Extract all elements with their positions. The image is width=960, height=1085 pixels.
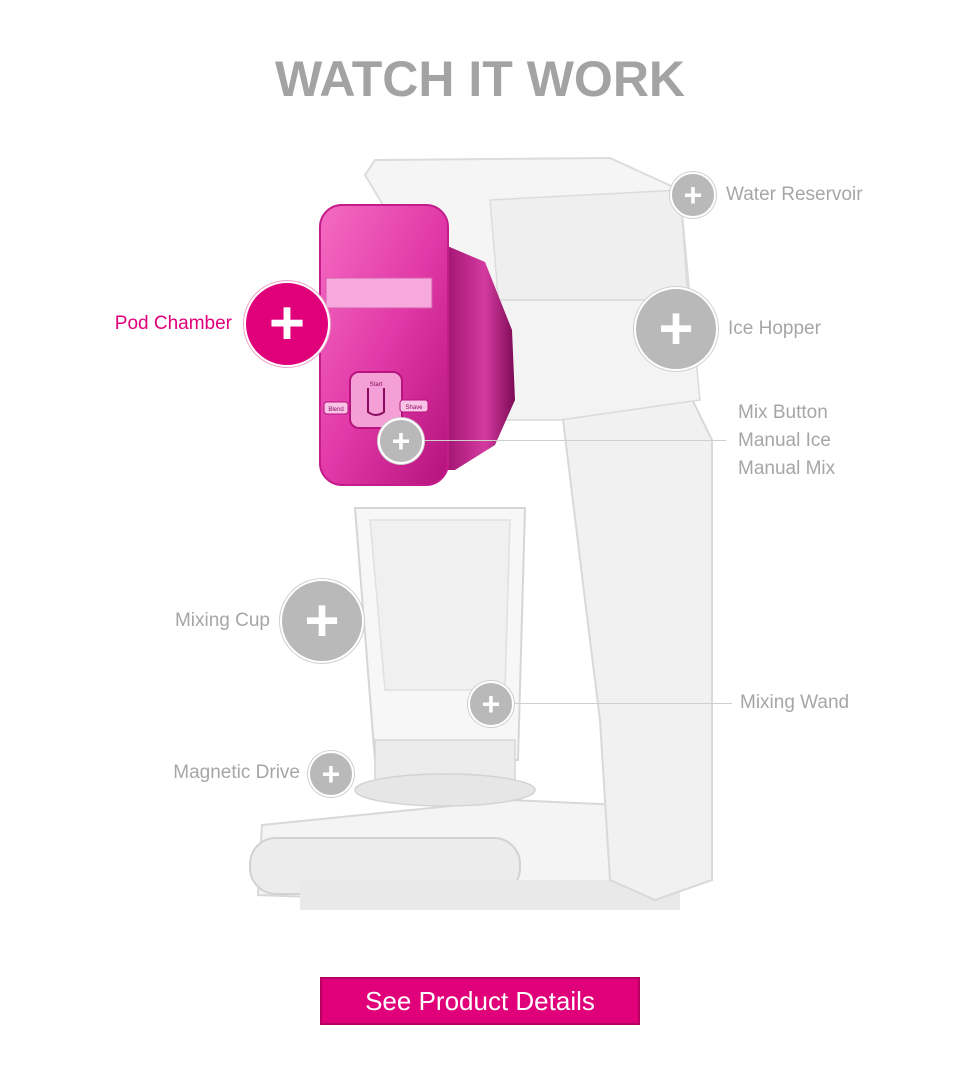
water-reservoir-hotspot[interactable]: + [670, 172, 716, 218]
pod-chamber-hotspot[interactable]: + [244, 281, 330, 367]
plus-icon: + [391, 423, 411, 459]
water-reservoir-label[interactable]: Water Reservoir [726, 184, 863, 205]
shave-label: Shave [405, 405, 423, 411]
manual-ice-label[interactable]: Manual Ice [738, 430, 831, 451]
pod-chamber-label[interactable]: Pod Chamber [114, 313, 232, 334]
mixing-cup-hotspot[interactable]: + [280, 579, 364, 663]
mixing-wand-label[interactable]: Mixing Wand [740, 692, 850, 713]
mix-button-leader [420, 440, 726, 441]
plus-icon: + [321, 756, 341, 792]
see-product-details-button[interactable]: See Product Details [320, 977, 640, 1025]
mixing-wand-leader [510, 703, 732, 704]
plus-icon: + [658, 295, 694, 362]
mixing-cup-label[interactable]: Mixing Cup [174, 610, 270, 631]
plus-icon: + [304, 587, 340, 654]
magnetic-drive-label[interactable]: Magnetic Drive [173, 762, 300, 783]
plus-icon: + [481, 686, 501, 722]
mix-button-hotspot[interactable]: + [378, 418, 424, 464]
magnetic-drive-hotspot[interactable]: + [308, 751, 354, 797]
ice-hopper-label[interactable]: Ice Hopper [728, 318, 821, 339]
page-title: WATCH IT WORK [274, 51, 686, 107]
ice-hopper-hotspot[interactable]: + [634, 287, 718, 371]
blend-label: Blend [328, 407, 343, 413]
plus-icon: + [683, 177, 703, 213]
mixing-wand-hotspot[interactable]: + [468, 681, 514, 727]
start-label: Start [370, 382, 383, 388]
mix-button-label[interactable]: Mix Button [738, 402, 828, 423]
manual-mix-label[interactable]: Manual Mix [738, 458, 836, 479]
plus-icon: + [268, 289, 306, 358]
